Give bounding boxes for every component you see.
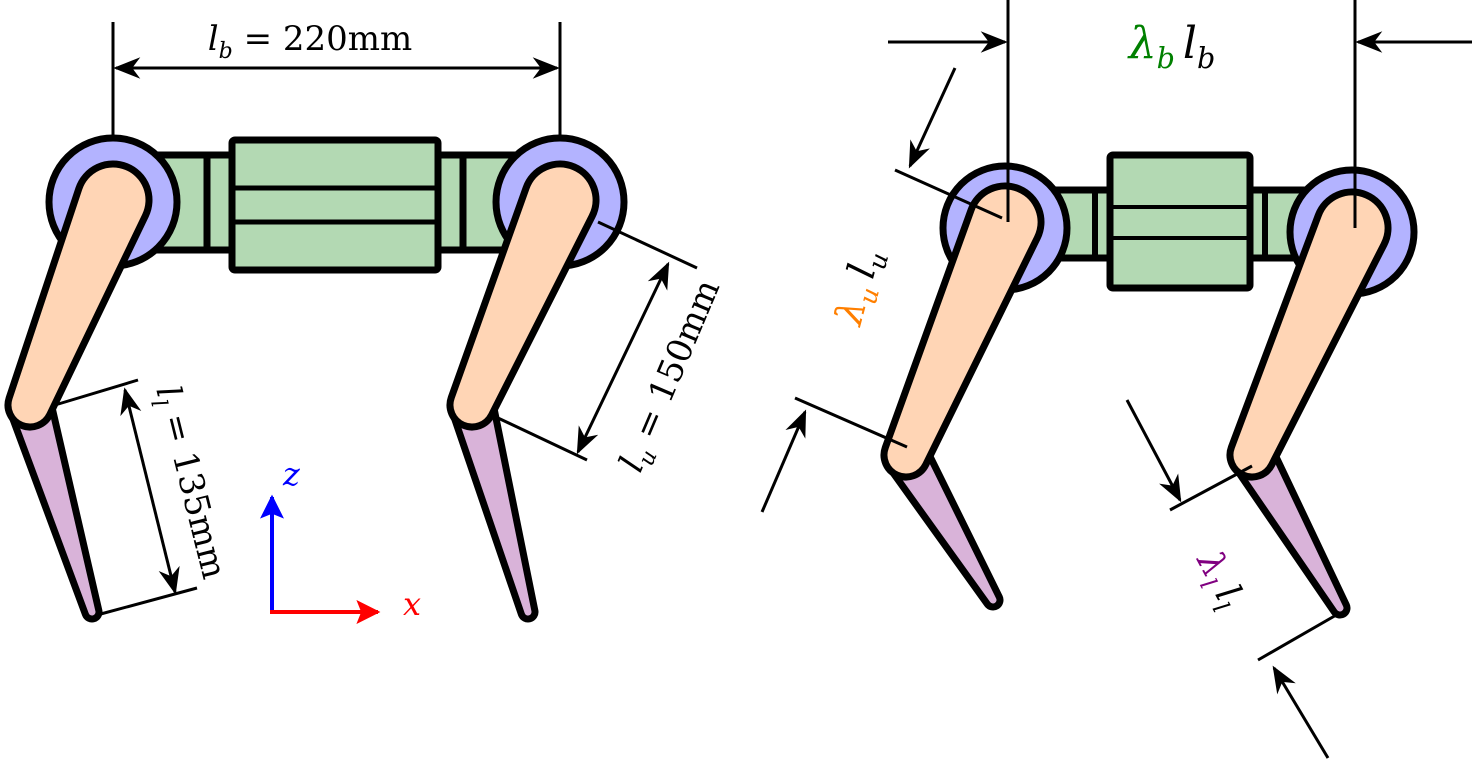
coordinate-axes: z x	[260, 455, 421, 624]
leg	[4, 160, 153, 623]
leg	[1226, 188, 1392, 619]
right-robot	[880, 151, 1418, 619]
dimension-lu	[497, 220, 698, 462]
x-axis-label: x	[403, 585, 421, 623]
label-lambda-l: λlll	[1182, 543, 1251, 617]
body	[1046, 151, 1319, 292]
leg	[880, 182, 1045, 611]
dimension-lambda-u	[760, 67, 1003, 513]
body	[146, 136, 529, 274]
dimension-ll	[54, 378, 198, 617]
z-axis-label: z	[282, 455, 301, 493]
label-lb: lb = 220mm	[208, 19, 413, 64]
dimension-lambda-l	[1125, 399, 1339, 759]
upper-leg	[1226, 188, 1392, 481]
label-ll: ll = 135mm	[143, 382, 234, 584]
upper-leg	[446, 160, 600, 431]
label-lu: lu = 150mm	[611, 274, 732, 480]
label-lambda-u: λulu	[826, 244, 895, 332]
upper-leg	[4, 160, 153, 431]
dimension-lb	[111, 22, 562, 140]
left-robot	[4, 134, 628, 623]
leg	[446, 160, 600, 623]
dimension-lambda-b	[888, 0, 1472, 228]
upper-leg	[880, 182, 1045, 481]
